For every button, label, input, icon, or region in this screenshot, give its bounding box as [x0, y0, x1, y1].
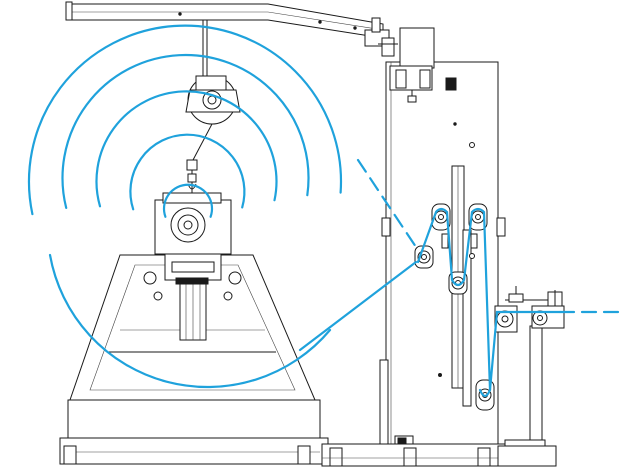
roll-outer-wrap: [48, 253, 332, 389]
overhead-boom-arm: [65, 1, 398, 57]
web-festoon: [416, 207, 492, 398]
roll-layer: [61, 53, 310, 209]
web-upper-feed: [356, 158, 420, 252]
roll-layer: [27, 24, 343, 216]
panel-rollers: [414, 203, 495, 411]
web-lower-feed: [298, 260, 418, 352]
main-frame-panel: [321, 27, 507, 467]
roll-layer: [95, 90, 278, 208]
material-roll: [27, 24, 343, 389]
roller-entry: [414, 245, 434, 269]
roller-upper-right: [468, 203, 488, 231]
unwind-gearbox: [143, 192, 242, 341]
a-frame-stand: [59, 254, 329, 465]
hoist-assembly: [185, 20, 241, 196]
web-path: [298, 158, 628, 398]
web-to-outfeed: [488, 310, 534, 392]
roll-layer: [162, 183, 214, 218]
roller-dancer: [448, 271, 468, 295]
roll-layer: [129, 133, 246, 211]
